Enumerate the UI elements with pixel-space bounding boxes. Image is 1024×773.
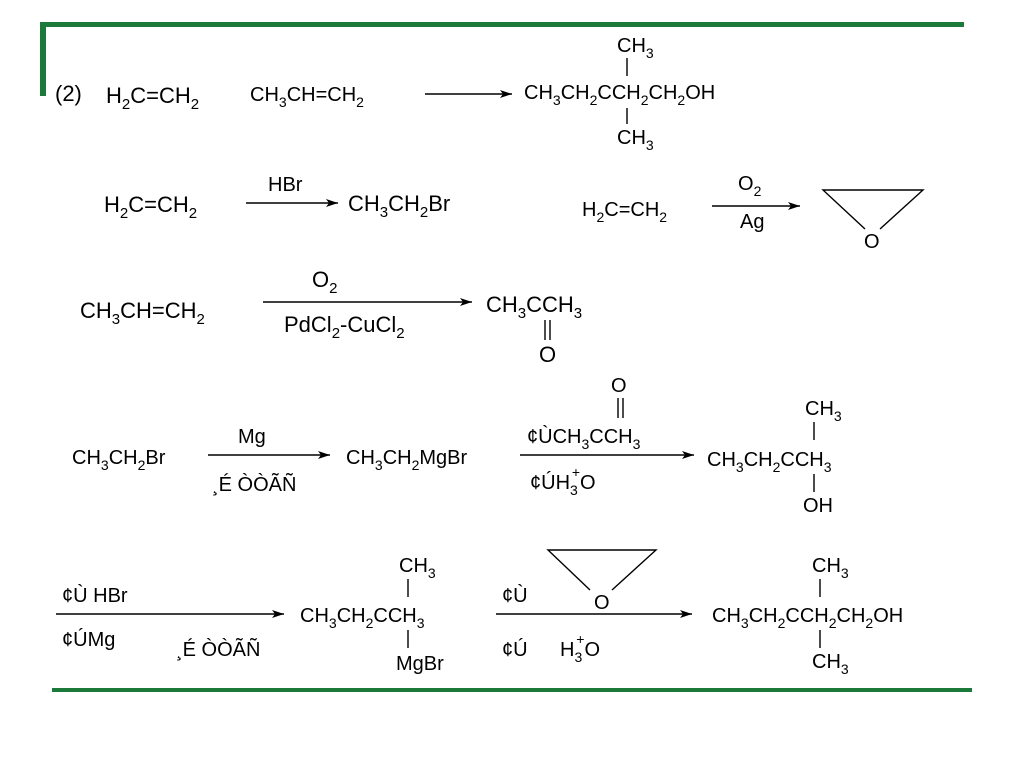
svg-text:CH3CH2CCH3: CH3CH2CCH3 (300, 605, 425, 631)
grignard-reagent: CH3CH2MgBr (346, 447, 467, 473)
reagent-acid-workup: H3+O (560, 631, 600, 665)
svg-text:CH3CCH3: CH3CCH3 (486, 292, 582, 322)
step-marker-1: ¢Ù (502, 584, 528, 607)
ethylene-oxide: O (821, 189, 925, 253)
reagent-pdcl2-cucl2: PdCl2-CuCl2 (284, 312, 405, 342)
svg-text:O: O (594, 592, 610, 614)
svg-text:O: O (611, 375, 627, 397)
propene-formula: CH3CH=CH2 (250, 84, 364, 110)
svg-text:MgBr: MgBr (396, 653, 444, 675)
svg-text:CH3CH2CCH2CH2OH: CH3CH2CCH2CH2OH (524, 82, 715, 108)
reagent-o2: O2 (738, 173, 762, 199)
ethylene-formula: H2C=CH2 (106, 83, 199, 113)
top-rule (40, 22, 964, 27)
left-rule (40, 22, 46, 96)
ethyl-bromide: CH3CH2Br (348, 191, 450, 221)
svg-text:CH3: CH3 (812, 651, 849, 677)
target-alcohol: CH3 CH3CH2CCH2CH2OH CH3 (712, 555, 903, 677)
reagent-mg: Mg (238, 426, 266, 448)
svg-text:OH: OH (803, 495, 833, 517)
svg-text:CH3: CH3 (617, 35, 654, 61)
acetone: CH3CCH3 O (486, 292, 582, 367)
svg-text:CH3: CH3 (617, 127, 654, 153)
svg-text:CH3: CH3 (805, 398, 842, 424)
reagent-ethylene-oxide: O (546, 549, 658, 614)
solvent-label: ¸É ÒÒÃÑ (212, 472, 296, 496)
reagent-hbr-step1: ¢Ù HBr (62, 584, 128, 607)
svg-text:O: O (864, 231, 880, 253)
step-marker-2: ¢Ú (502, 638, 528, 661)
svg-text:CH3: CH3 (812, 555, 849, 581)
reagent-o2: O2 (312, 267, 337, 297)
reagent-mg-step2: ¢ÚMg (62, 628, 115, 651)
svg-text:O: O (539, 342, 556, 367)
ethylene-formula: H2C=CH2 (582, 199, 667, 225)
svg-text:¢ÙCH3CCH3: ¢ÙCH3CCH3 (527, 425, 641, 452)
tertiary-alcohol: CH3 CH3CH2CCH3 OH (707, 398, 842, 517)
ethylene-formula: H2C=CH2 (104, 192, 197, 222)
svg-text:CH3: CH3 (399, 555, 436, 581)
problem-number: (2) (55, 81, 82, 106)
ethyl-bromide: CH3CH2Br (72, 447, 166, 473)
solvent-label: ¸É ÒÒÃÑ (176, 637, 260, 661)
propene-formula: CH3CH=CH2 (80, 298, 205, 328)
svg-text:CH3CH2CCH2CH2OH: CH3CH2CCH2CH2OH (712, 605, 903, 631)
reagent-acetone-step1: O ¢ÙCH3CCH3 (527, 375, 641, 452)
reagent-ag: Ag (740, 211, 764, 233)
reagent-hbr: HBr (268, 174, 303, 196)
bottom-rule (52, 688, 972, 692)
tertiary-grignard: CH3 CH3CH2CCH3 MgBr (300, 555, 444, 675)
svg-text:CH3CH2CCH3: CH3CH2CCH3 (707, 449, 832, 475)
reagent-acid-workup: ¢ÚH3+O (530, 464, 596, 498)
target-alcohol: CH3 CH3CH2CCH2CH2OH CH3 (524, 35, 715, 153)
